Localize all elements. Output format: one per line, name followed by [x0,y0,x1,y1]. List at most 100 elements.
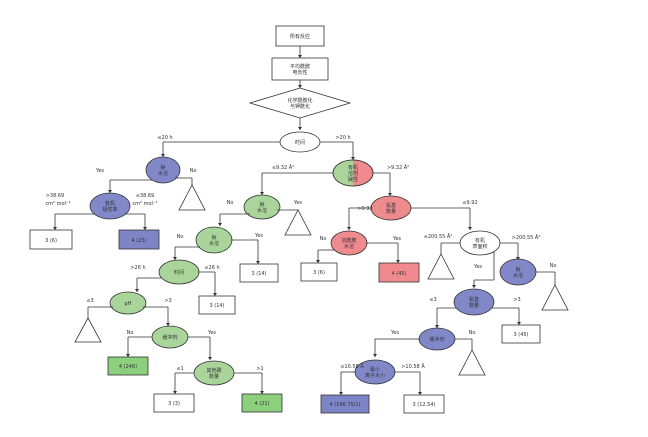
time2-label: 时间 [174,269,184,276]
arrowhead [173,391,177,394]
sodium2-label-line-1: 钠 [211,234,216,241]
amide-solvent-label-line-1: 溶酰胺 [341,237,356,244]
arrowhead [260,192,264,195]
ester-count-label-line-2: 数量 [386,208,396,215]
edge-label-sodium2-no: No [177,234,184,240]
arrowhead [256,261,260,264]
leaf-4-21-label: 4 (21) [254,401,269,407]
leaf-3-14a [239,263,279,283]
leaf-3-14b-label: 3 (14) [209,303,224,309]
edge-label-le20h: ≤20 h [157,135,172,141]
edge-label-amide-yes: Yes [392,236,401,242]
organic-polarity-label-line-2: 极性率 [102,206,117,213]
n1-node [145,156,181,184]
organic-solvent-label-line-2: 溶剂 [348,170,358,177]
leaf-4-246 [107,356,149,376]
edge-label-gt3b: >3 [513,297,520,303]
edge-label-le3869: ≤38.69 [136,193,155,199]
edge-label-sodium-yes: Yes [293,200,302,206]
organic-solvent-label-line-1: 有机 [348,164,358,171]
arrowhead [298,55,302,58]
other-carbon-label-line-1: 其他碳 [206,367,221,374]
arrowhead [339,392,343,395]
n1-label-line-1: 钠 [160,164,165,171]
leaf-3-6a-label: 3 (6) [45,238,57,244]
arrowhead [161,154,165,157]
amide-solvent-label-line-2: 水溶 [344,243,354,250]
n1-label-line-2: 水溶 [158,170,168,177]
leaf-triangle-catalyst2-no [458,349,486,376]
edge-label-le1058: ≤10.58 Å [340,363,364,370]
edge-label-le3b: ≤3 [429,297,436,303]
leaf-triangle-sodium3-no [541,284,569,311]
arrowhead [468,227,472,230]
leaf-4-23 [118,229,160,250]
edge-label-le26h: ≤26 h [204,265,219,271]
sodium3-label-line-2: 水溶 [513,272,523,279]
catalyst-label: 缓冲剂 [162,334,177,341]
sodium-label-line-2: 水溶 [257,207,267,214]
edge-label-le932: ≤9.32 Å² [272,164,294,171]
edge-label-catalyst2-yes: Yes [390,330,399,336]
leaf-3-14a-label: 3 (14) [251,271,266,277]
other-carbon-label-line-2: 数量 [209,373,219,380]
leaf-3-3 [153,393,195,413]
edge-label-gt1: >1 [256,366,263,372]
edge-label-surface-yes: Yes [473,264,482,270]
catalyst2-label: 缓冲剂 [429,336,444,343]
arrowhead [516,257,520,260]
organic-polarity-node [89,192,131,220]
leaf-3-45 [501,324,541,344]
decision-label-line-2: 与钾酰化 [290,103,310,110]
arrowhead [135,289,139,292]
arrowhead [418,392,422,395]
edge-label-gt20055: >200.55 Å² [512,234,541,241]
arrowhead [373,354,377,357]
leaf-4-246-label: 4 (246) [119,364,137,370]
arrowhead [260,391,264,394]
edge-label-gt932: >9.32 Å² [387,164,409,171]
mean-radius-label-line-2: 离子大小 [365,372,385,379]
ester-count2-label-line-2: 数量 [469,302,479,309]
edge-label-n1-no: No [190,168,197,174]
leaf-3-45-label: 3 (45) [513,332,528,338]
edge-label-gt3869: >38.69 [46,193,65,199]
pH-label: pH [125,301,132,307]
leaf-4-196 [320,394,370,414]
edge-label-unit-b: cm² mol⁻¹ [132,201,157,207]
organic-surface-label-line-2: 表面积 [472,243,487,250]
mean-radius-label-line-1: 最小 [370,366,380,373]
arrowhead [396,260,400,263]
arrowhead [298,85,302,88]
edge-label-sodium2-yes: Yes [254,233,263,239]
edge-label-amide-no: No [320,236,327,242]
arrowhead [351,157,355,160]
time-label: 时间 [295,139,305,146]
edge-label-gt26h: >26 h [130,265,145,271]
edge-label-le20055: ≤200.55 Å² [424,233,453,240]
edge-label-le1: ≤1 [176,366,183,372]
leaf-4-196-label: 4 (196.75/1) [329,402,360,408]
arrowhead [298,127,302,130]
leaf-4-21 [241,393,283,413]
arrowhead [218,223,222,226]
edge-label-le992: ≤9.92 [462,200,477,206]
edge-label-sodium-no: No [227,200,234,206]
leaf-triangle-n1-no [178,184,206,211]
edge-label-gt992: >9.92 [357,206,372,212]
leaf-4-23-label: 4 (23) [131,238,146,244]
arrowhead [126,354,130,357]
arrowhead [213,293,217,296]
leaf-3-6b [300,262,338,282]
edge-label-gt1058: >10.58 Å [401,363,425,370]
arrowhead [347,227,351,230]
leaf-triangle-sodium-yes [284,209,312,236]
pH-node [109,291,147,315]
ester-count2-label-line-1: 氨基 [469,296,479,303]
arrowhead [435,325,439,328]
sodium-node [243,194,281,220]
leaf-4-45-label: 4 (45) [391,271,406,277]
sodium3-label-line-1: 钠 [515,266,520,273]
